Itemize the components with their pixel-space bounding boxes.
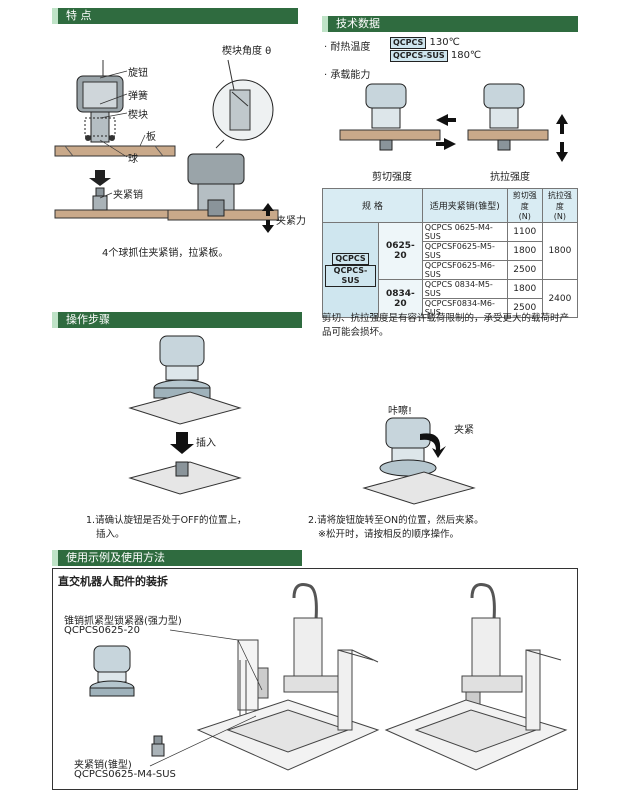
step2-text: 2.请将旋钮旋转至ON的位置，然后夹紧。 ※松开时，请按相反的顺序操作。 (308, 515, 484, 540)
table-row: QCPCSF0625-M6-SUS 2500 (323, 260, 578, 280)
temp-label: · 耐热温度 (324, 42, 371, 53)
robot-drawing-2 (384, 583, 568, 771)
feature-clamped-drawing (167, 59, 279, 221)
pin-name: 夹紧销(锥型) (74, 760, 132, 771)
clamp-arrows-icon (262, 203, 274, 233)
temp-row-1: QCPCS 130℃ (390, 37, 460, 49)
steps-header: 操作步骤 (52, 312, 302, 328)
down-arrow-icon (176, 432, 188, 444)
features-caption: 4个球抓住夹紧销，拉紧板。 (102, 248, 229, 259)
step1-text: 1.请确认旋钮是否处于OFF的位置上， 插入。 (86, 515, 247, 540)
leader-lines (99, 70, 146, 199)
temp-row-2: QCPCS-SUS 180℃ (390, 50, 481, 62)
product-name: 锥销抓紧型锁紧器(强力型) (64, 616, 182, 627)
table-header-row: 规 格 适用夹紧销(锥型) 剪切强度 (N) 抗拉强度 (N) (322, 188, 579, 223)
spec-tags-cell: QCPCS QCPCS-SUS (322, 222, 379, 318)
features-header: 特 点 (52, 8, 298, 24)
tech-header: 技术数据 (322, 16, 578, 32)
step2-drawing (362, 417, 476, 505)
product-code: QCPCS0625-20 (64, 625, 140, 636)
header-mark (52, 8, 58, 24)
table-row: 0834-20 QCPCS 0834-M5-SUS 1800 2400 (323, 279, 579, 318)
tech-note: 剪切、抗拉强度是有容许载荷限制的，承受更大的载荷时产品可能会损坏。 (322, 313, 570, 338)
step1-drawing (128, 335, 242, 495)
clamp-label: 夹紧 (454, 425, 474, 436)
click-label: 咔嚓! (388, 406, 413, 417)
label-spring: 弹簧 (128, 91, 148, 102)
product-drawing (89, 645, 135, 697)
usage-header: 使用示例及使用方法 (52, 550, 302, 566)
label-clamp-force: 夹紧力 (276, 216, 306, 227)
label-pin: 夹紧销 (113, 190, 143, 201)
usage-frame (52, 568, 578, 790)
pin-small-drawing (151, 735, 165, 757)
pin-drawing (175, 461, 189, 477)
shear-drawing (339, 83, 456, 151)
label-knob: 旋钮 (128, 68, 148, 79)
pin-code: QCPCS0625-M4-SUS (74, 769, 176, 780)
label-wedge: 楔块 (128, 110, 148, 121)
table-row: QCPCSF0834-M6-SUS 2500 (323, 298, 578, 318)
shear-label: 剪切强度 (372, 172, 412, 183)
insert-label: 插入 (196, 438, 216, 449)
usage-title: 直交机器人配件的装拆 (58, 575, 168, 588)
tag-qcpcs-sus: QCPCS-SUS (390, 50, 448, 62)
tag-qcpcs: QCPCS (390, 37, 427, 49)
rotate-arrow-icon (420, 433, 446, 458)
load-label: · 承载能力 (324, 70, 371, 81)
down-arrow-icon (89, 170, 111, 186)
label-plate: 板 (146, 132, 156, 143)
label-ball: 球 (128, 154, 138, 165)
tensile-drawing (467, 83, 568, 162)
robot-drawing-1 (196, 583, 380, 771)
spec-table: 规 格 适用夹紧销(锥型) 剪切强度 (N) 抗拉强度 (N) QCPCS QC… (322, 188, 579, 318)
plate-section (54, 145, 176, 157)
table-row: QCPCSF0625-M5-SUS 1800 (323, 241, 578, 261)
tensile-label: 抗拉强度 (490, 172, 530, 183)
label-angle: 楔块角度 θ (222, 46, 272, 57)
